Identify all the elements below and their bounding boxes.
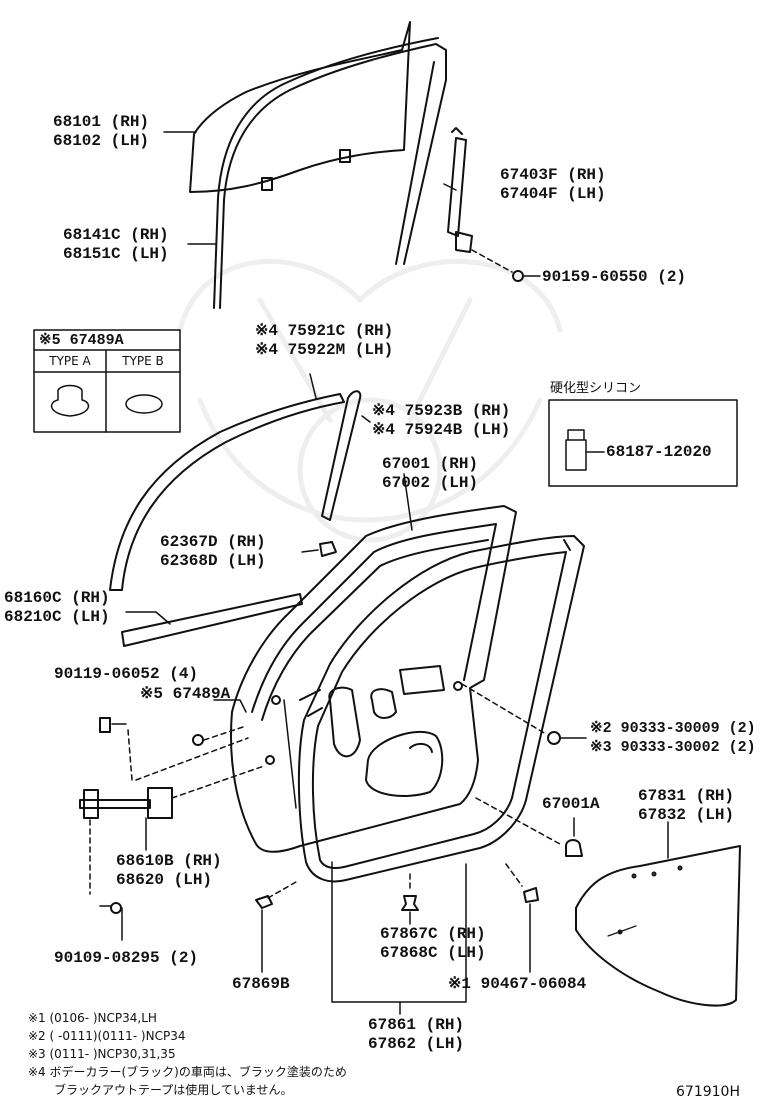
glass-clip (261, 177, 273, 191)
clip (401, 895, 419, 911)
label-68101: 68101 (RH) 68102 (LH) (53, 113, 150, 150)
division-bar-bracket (455, 231, 473, 253)
footnote-4: ※4 ボデーカラー(ブラック)の車両は、ブラック塗装のため (28, 1065, 347, 1079)
label-67869b: 67869B (232, 975, 290, 993)
door-weatherstrip (297, 535, 585, 883)
label-62367d: 62367D (RH) 62368D (LH) (160, 533, 266, 570)
plug-type-b (125, 394, 163, 414)
pillar-moulding (321, 390, 362, 521)
label-68160c: 68160C (RH) 68210C (LH) (4, 589, 110, 626)
label-67403f: 67403F (RH) 67404F (LH) (500, 166, 606, 203)
label-68610b: 68610B (RH) 68620 (LH) (116, 852, 222, 889)
silicone-title: 硬化型シリコン (550, 381, 642, 396)
footnote-1: ※1 (0106- )NCP34,LH (28, 1011, 157, 1025)
type-box-title: ※5 67489A (39, 332, 124, 349)
clip (255, 895, 273, 909)
reference-code: 671910H (676, 1084, 740, 1100)
division-bar (447, 137, 467, 237)
footnote-3: ※3 (0111- )NCP30,31,35 (28, 1047, 176, 1061)
door-panel (230, 505, 517, 853)
service-hole-cover (575, 845, 741, 1007)
label-67831: 67831 (RH) 67832 (LH) (638, 787, 735, 824)
glass-run (395, 61, 435, 265)
division-bar (451, 127, 463, 135)
hole-plug (547, 731, 561, 745)
label-90119: 90119-06052 (4) (54, 665, 199, 683)
grommet (565, 839, 583, 857)
footnote-4-cont: ブラックアウトテープは使用していません。 (54, 1083, 293, 1097)
footnote-2: ※2 ( -0111)(0111- )NCP34 (28, 1029, 186, 1043)
footnotes: ※1 (0106- )NCP34,LH ※2 ( -0111)(0111- )N… (28, 1009, 347, 1099)
outer-moulding (109, 393, 345, 591)
glass-clip (339, 149, 351, 163)
type-a-label: TYPE A (49, 354, 91, 368)
plug-type-a (50, 384, 90, 417)
bolt (99, 717, 111, 733)
belt-weatherstrip (121, 593, 303, 647)
type-box (33, 329, 181, 433)
label-67001: 67001 (RH) 67002 (LH) (382, 455, 479, 492)
glass-run (219, 43, 447, 309)
clip (523, 887, 539, 903)
label-67861: 67861 (RH) 67862 (LH) (368, 1016, 465, 1053)
plug-small (192, 734, 204, 746)
label-90467: ※1 90467-06084 (448, 975, 587, 993)
label-68187: 68187-12020 (606, 443, 712, 461)
glass-run (213, 37, 439, 309)
label-67001a: 67001A (542, 795, 600, 813)
label-67867c: 67867C (RH) 67868C (LH) (380, 925, 486, 962)
door-check (79, 799, 151, 809)
label-75921c: ※4 75921C (RH) ※4 75922M (LH) (255, 322, 394, 359)
silicone-box (548, 399, 738, 487)
type-b-label: TYPE B (122, 354, 164, 368)
bolt (110, 902, 122, 914)
label-90333: ※2 90333-30009 (2) ※3 90333-30002 (2) (590, 720, 756, 756)
silicone-tube (565, 429, 587, 471)
label-90109: 90109-08295 (2) (54, 949, 199, 967)
bolt (512, 270, 524, 282)
label-68141c: 68141C (RH) 68151C (LH) (63, 226, 169, 263)
label-90159: 90159-60550 (2) (542, 268, 687, 286)
watermark (177, 258, 563, 543)
retainer (319, 541, 337, 557)
label-75923b: ※4 75923B (RH) ※4 75924B (LH) (372, 402, 511, 439)
label-67489a: ※5 67489A (140, 685, 231, 703)
